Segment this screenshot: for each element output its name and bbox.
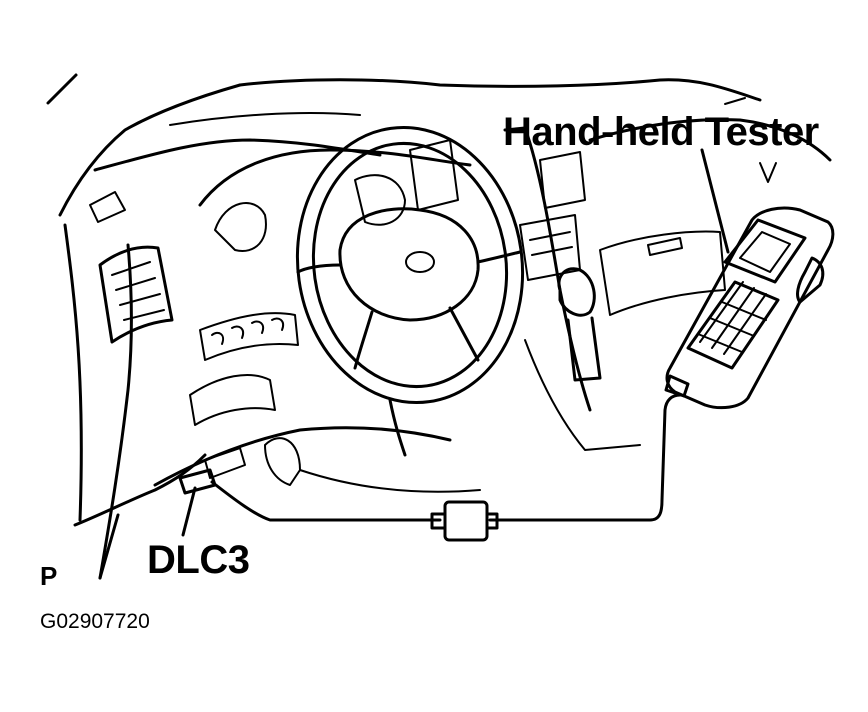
tester-grip <box>796 256 825 304</box>
defroster-vent <box>89 191 126 223</box>
dash-right <box>588 118 832 162</box>
steering-column <box>388 398 407 457</box>
windshield-edge-stroke <box>46 73 78 105</box>
audio-slot-1 <box>529 231 571 241</box>
footwell-shade <box>204 447 246 479</box>
gear-shifter-gate <box>566 316 602 382</box>
switch-2 <box>231 325 244 339</box>
left-air-vent <box>98 245 174 344</box>
left-vent-louver-3 <box>119 293 161 306</box>
corner-mark <box>724 97 746 105</box>
panel-leader-line <box>98 513 120 580</box>
tester-key-row-1 <box>699 281 744 343</box>
gear-shifter-knob <box>557 267 596 317</box>
horn-emblem <box>405 251 435 273</box>
cluster-hood <box>198 148 472 207</box>
tester-key-col-1 <box>697 333 743 353</box>
small-emblem <box>759 162 777 183</box>
knee-panel <box>189 374 276 426</box>
tester-screen <box>723 218 807 284</box>
wheel-spoke-bottom-right <box>448 306 480 362</box>
tester-key-col-2 <box>709 317 755 337</box>
left-vent-louver-4 <box>123 309 165 321</box>
door-pillar-line <box>98 243 133 580</box>
wheel-spoke-right <box>476 250 522 264</box>
switch-3 <box>251 320 264 334</box>
airbag-hub <box>338 207 480 322</box>
console-side <box>524 339 641 451</box>
figure-code: G02907720 <box>40 610 150 633</box>
left-vent-louver-1 <box>111 261 151 276</box>
wheel-spoke-left <box>296 263 342 274</box>
tester-leader-line <box>700 148 730 254</box>
glovebox-handle <box>647 237 683 256</box>
floor-line <box>299 469 481 493</box>
audio-slot-2 <box>531 246 573 256</box>
tester-screen-inner <box>739 231 791 273</box>
tester-keypad <box>686 280 780 370</box>
dash-cowl <box>238 78 762 102</box>
tester-key-col-3 <box>721 301 767 321</box>
tester-key-row-2 <box>711 287 755 349</box>
panel-letter: P <box>40 561 58 591</box>
tester-cable-right <box>488 393 682 522</box>
a-pillar <box>58 83 242 217</box>
steering-wheel <box>295 125 525 405</box>
dlc3-leader-line <box>181 486 197 537</box>
center-vent-upper <box>409 139 459 211</box>
glovebox <box>599 230 726 316</box>
switch-bank <box>199 312 299 361</box>
climate-panel <box>539 151 586 209</box>
gauge-right <box>354 174 406 226</box>
tester-key-row-3 <box>723 293 767 355</box>
tester-label: Hand-held Tester <box>503 110 819 154</box>
switch-4 <box>271 317 284 331</box>
lower-dash <box>153 426 452 487</box>
pedal <box>264 437 301 486</box>
left-vent-louver-2 <box>115 277 156 291</box>
gauge-left <box>214 202 267 252</box>
tester-cable <box>210 480 442 522</box>
hand-held-tester <box>664 206 835 410</box>
switch-1 <box>211 331 224 345</box>
dash-top-inner <box>169 112 361 126</box>
wheel-spoke-bottom-left <box>353 310 374 370</box>
tester-plug <box>664 374 690 398</box>
dash-left-edge <box>63 223 83 522</box>
dlc3-label: DLC3 <box>147 538 250 582</box>
cable-inline-connector <box>430 500 499 542</box>
